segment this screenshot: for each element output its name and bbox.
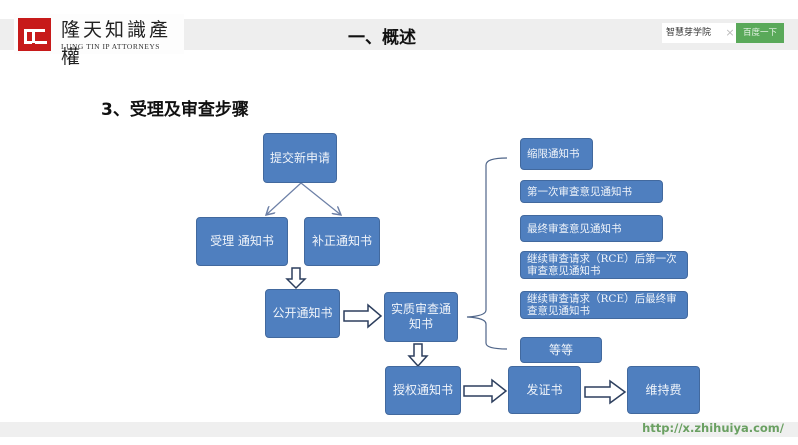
search-button[interactable]: 百度一下 — [736, 23, 784, 43]
slide-subtitle: 3、受理及审查步骤 — [101, 100, 249, 120]
notice-rce-final-action: 继续审查请求（RCE）后最终审查意见通知书 — [520, 291, 688, 319]
block-arrow-down-2 — [407, 343, 429, 368]
block-arrow-right-1 — [343, 303, 383, 329]
arrow-submit-to-correction — [300, 182, 341, 215]
bottom-bar — [0, 422, 798, 437]
step-correction: 补正通知书 — [304, 217, 380, 266]
notice-etc: 等等 — [520, 337, 602, 363]
logo-name-en: LUNG TIN IP ATTORNEYS — [61, 42, 160, 51]
block-arrow-right-2 — [463, 378, 508, 404]
step-acceptance: 受理 通知书 — [196, 217, 288, 266]
arrow-submit-to-acceptance — [266, 182, 302, 215]
watermark-url: http://x.zhihuiya.com/ — [642, 421, 784, 435]
section-title: 一、概述 — [348, 28, 416, 48]
step-certificate: 发证书 — [508, 366, 581, 414]
logo: 隆天知識產權 LUNG TIN IP ATTORNEYS — [14, 14, 184, 68]
step-publication: 公开通知书 — [265, 289, 340, 338]
block-arrow-down-1 — [285, 267, 307, 290]
notice-final-office-action: 最终审查意见通知书 — [520, 215, 663, 242]
search-input[interactable] — [666, 23, 736, 43]
step-substantive: 实质审查通知书 — [384, 292, 458, 342]
step-submit: 提交新申请 — [263, 133, 337, 183]
clear-icon[interactable]: × — [725, 26, 735, 39]
notice-first-office-action: 第一次审查意见通知书 — [520, 180, 663, 203]
notice-rce-first-action: 继续审查请求（RCE）后第一次审查意见通知书 — [520, 251, 688, 279]
lung-tin-logo-icon — [18, 18, 51, 51]
step-maintenance: 维持费 — [627, 366, 700, 414]
brace — [466, 157, 508, 350]
block-arrow-right-3 — [584, 379, 627, 405]
notice-restriction: 缩限通知书 — [520, 138, 593, 170]
search-bar: × 百度一下 — [662, 23, 784, 43]
logo-name-cn: 隆天知識產權 — [61, 19, 172, 68]
step-grant: 授权通知书 — [385, 366, 461, 415]
